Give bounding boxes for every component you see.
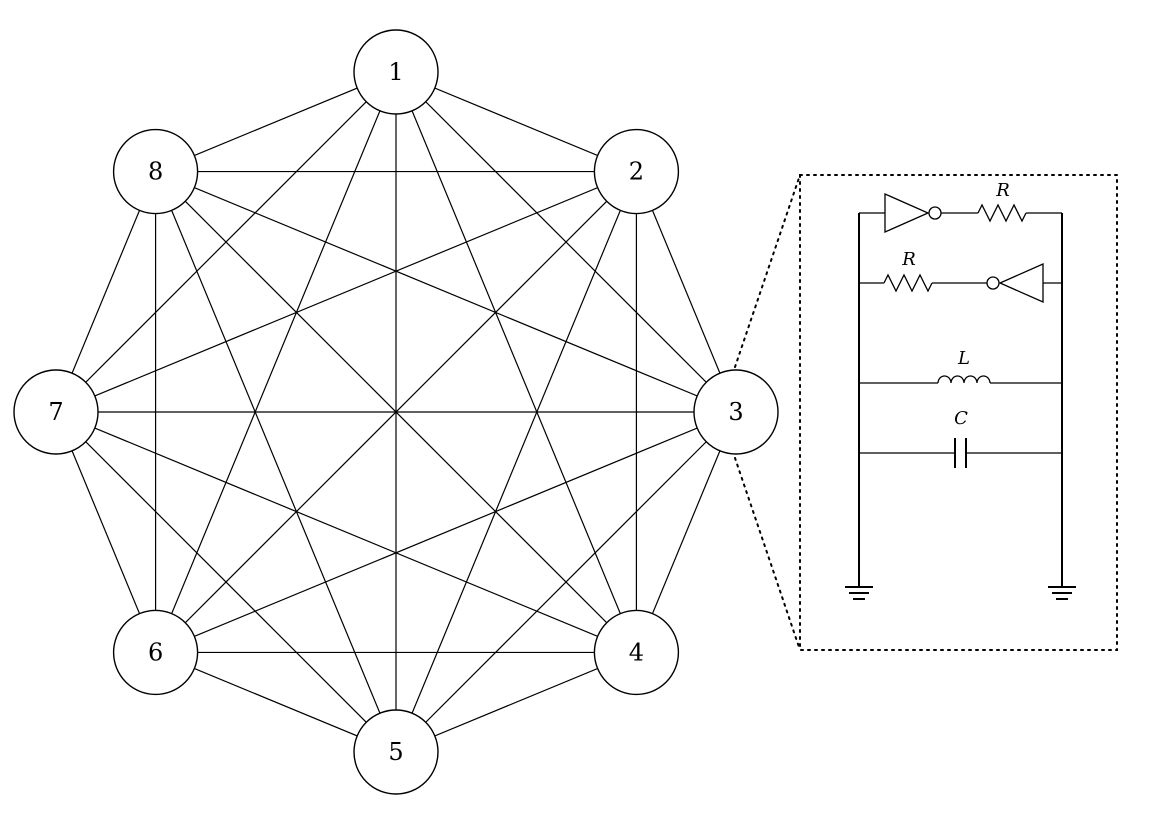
edge-5-8 [155,171,397,753]
node-3: 3 [693,369,779,455]
node-circle [112,609,199,696]
inductor-label: L [957,348,970,369]
node-label: 1 [388,58,403,86]
resistor-mid-icon [883,273,933,293]
node-5: 5 [353,709,439,795]
node-1: 1 [353,29,439,115]
node-circle [593,128,680,215]
node-7: 7 [13,369,99,455]
inductor-branch: L [859,348,1062,384]
graph-edges [55,71,737,753]
edge-1-8 [155,71,397,173]
edge-2-3 [635,171,737,413]
node-label: 5 [388,738,403,766]
node-circle [593,609,680,696]
node-6: 6 [112,609,199,696]
zoom-line-top [734,174,801,368]
node-circle [353,29,439,115]
node-circle [13,369,99,455]
resistor-top-label: R [995,180,1010,201]
node-label: 3 [728,398,743,426]
zoom-line-bottom [734,457,801,651]
inverter-top-icon [884,193,930,233]
graph-nodes: 1 2 3 4 5 6 7 8 [13,29,779,795]
resistor-top-icon [977,203,1027,223]
edge-5-7 [55,411,397,753]
edge-1-4 [395,71,637,653]
node-label: 8 [148,158,163,186]
inverter-mid-icon [998,263,1044,303]
node-label: 6 [148,638,163,666]
capacitor-label: C [954,408,968,429]
capacitor-branch: C [859,408,1062,468]
node-8: 8 [112,128,199,215]
node-label: 2 [629,158,644,186]
inductor-icon [937,375,991,384]
edge-1-2 [395,71,637,173]
node-2: 2 [593,128,680,215]
edge-2-5 [395,171,637,753]
edge-3-6 [155,411,737,653]
edge-1-6 [155,71,397,653]
inverter-top-bubble [928,206,942,220]
edge-2-7 [55,171,637,413]
node-label: 7 [48,398,63,426]
node-label: 4 [629,638,644,666]
mid-branch: R [859,249,1062,303]
circuit: R R L C [845,180,1076,600]
edge-4-7 [55,411,637,653]
node-circle [112,128,199,215]
top-branch: R [859,180,1062,233]
zoom-callout [734,174,1118,651]
resistor-mid-label: R [901,249,916,270]
zoom-frame [799,174,1118,651]
edge-5-6 [155,651,397,753]
edge-3-4 [635,411,737,653]
ground-right-icon [1048,586,1076,600]
edge-7-8 [55,171,157,413]
edge-4-5 [395,651,637,753]
ground-left-icon [845,586,873,600]
node-circle [693,369,779,455]
edge-3-8 [155,171,737,413]
edge-6-7 [55,411,157,653]
node-4: 4 [593,609,680,696]
node-circle [353,709,439,795]
inverter-mid-bubble [986,276,1000,290]
edge-4-8 [155,171,637,653]
